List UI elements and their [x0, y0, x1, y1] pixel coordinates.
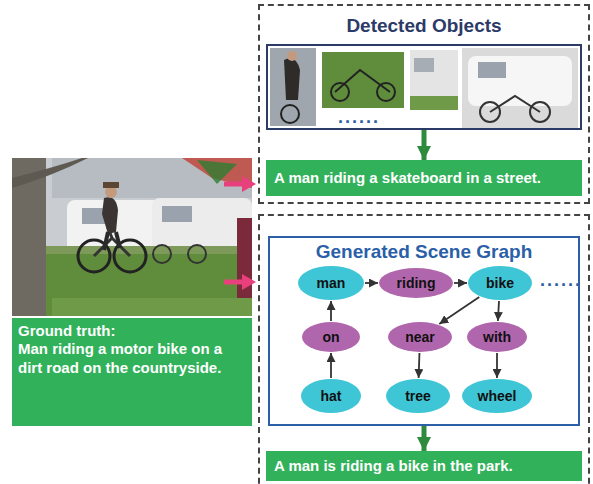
- box-text: tree: [405, 388, 431, 404]
- caption-box: A man is riding a bike in the park.: [266, 451, 582, 481]
- objects-box: ......: [266, 44, 582, 130]
- box-text: hat: [321, 388, 342, 404]
- relation-node: with: [466, 321, 528, 353]
- flow-arrow: [422, 130, 427, 160]
- graph-edge: [365, 282, 378, 284]
- object-node: wheel: [461, 378, 533, 414]
- flow-arrow: [422, 426, 427, 451]
- box-text: A man riding a skateboard in a street.: [274, 169, 541, 187]
- object-node: bike: [467, 265, 533, 301]
- box-text: ......: [338, 108, 380, 128]
- box-text: Detected Objects: [260, 15, 588, 37]
- object-node: tree: [385, 378, 451, 414]
- box-text: with: [483, 329, 511, 345]
- graph-edge: [418, 353, 421, 378]
- box-text: Generated Scene Graph: [270, 241, 578, 263]
- relation-node: on: [301, 321, 361, 353]
- box-text: Man riding a motor bike on a dirt road o…: [18, 340, 246, 377]
- graph-edge: [439, 297, 479, 324]
- box-heading: Ground truth:: [18, 322, 246, 340]
- graph-edge: [330, 301, 332, 321]
- ground-truth-box: Ground truth:Man riding a motor bike on …: [12, 318, 252, 426]
- object-node: hat: [300, 378, 362, 414]
- box-text: man: [317, 275, 346, 291]
- graph-edge: [454, 282, 467, 284]
- box-text: wheel: [478, 388, 517, 404]
- graph-edge: [330, 353, 332, 378]
- graph-edge: [498, 301, 499, 321]
- relation-node: riding: [378, 267, 454, 299]
- box-text: on: [322, 329, 339, 345]
- object-node: man: [297, 265, 365, 301]
- graph-edge: [496, 353, 498, 378]
- box-text: near: [405, 329, 435, 345]
- caption-box: A man riding a skateboard in a street.: [266, 160, 582, 196]
- box-text: bike: [486, 275, 514, 291]
- dashed-panel: Detected Objects...... A man riding a ska…: [258, 4, 590, 204]
- box-text: A man is riding a bike in the park.: [274, 457, 513, 475]
- ellipsis-label: ......: [540, 270, 582, 291]
- relation-node: near: [387, 321, 453, 353]
- box-text: riding: [397, 275, 436, 291]
- scene-graph-box: Generated Scene Graph man riding bike on near…: [268, 236, 580, 426]
